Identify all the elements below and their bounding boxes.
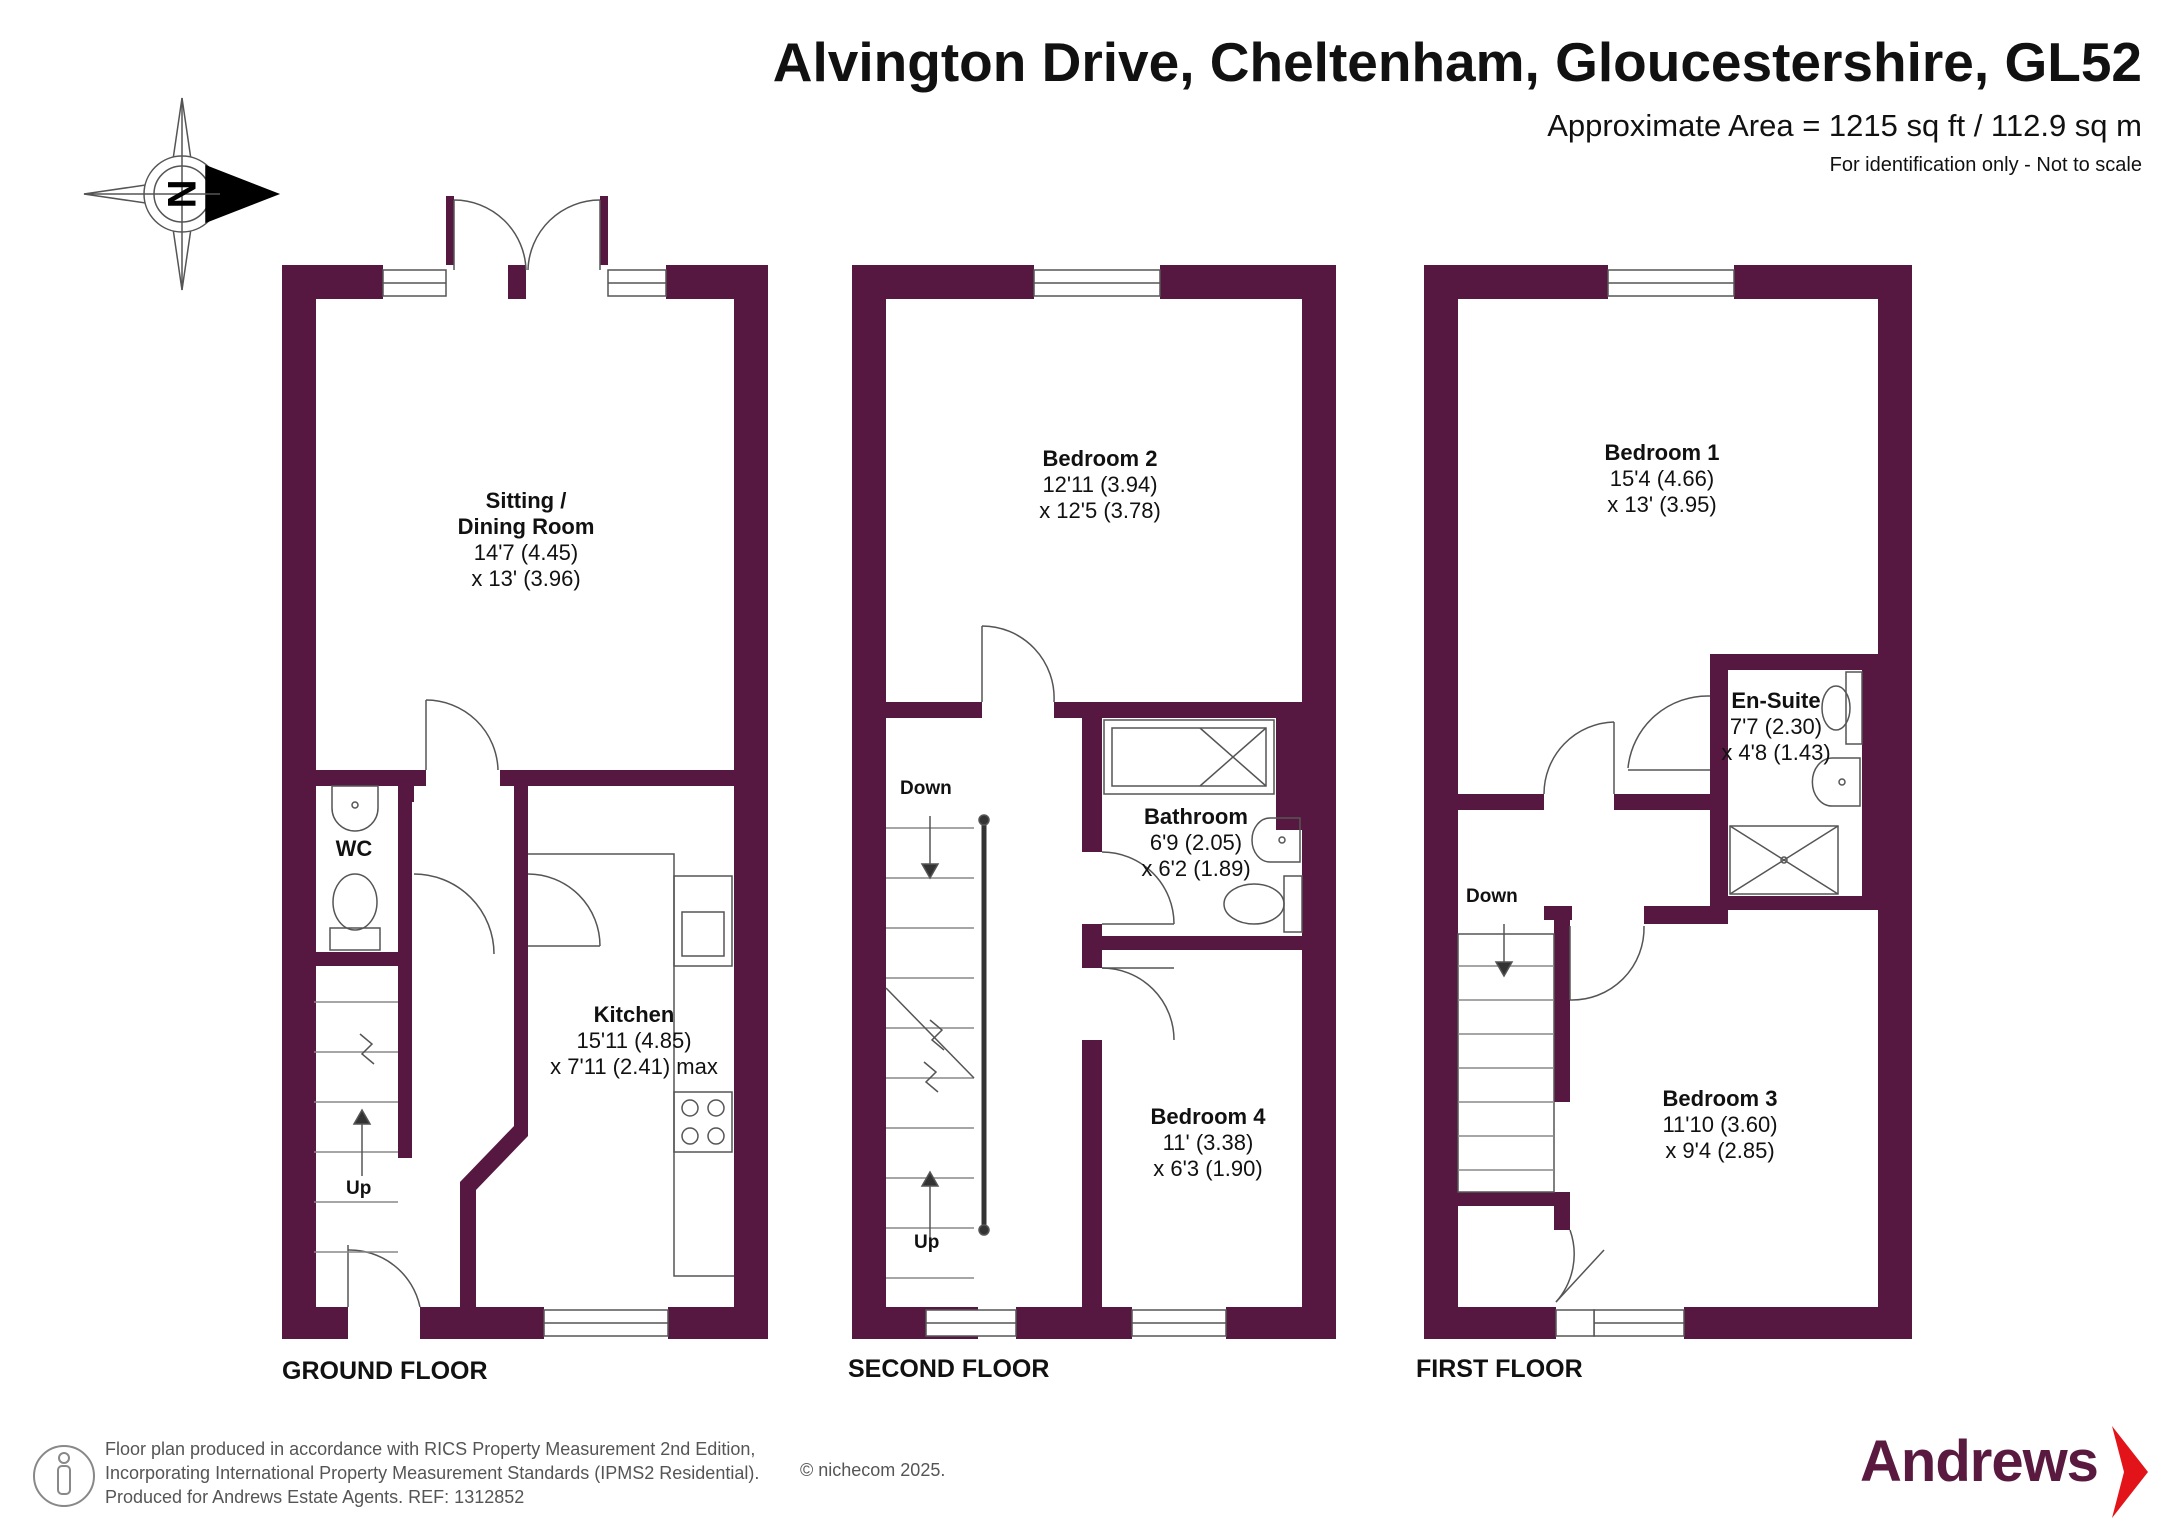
footer-line: Produced for Andrews Estate Agents. REF:… [105, 1487, 525, 1507]
first-floor-windows [1555, 269, 1735, 1337]
room-name: Bedroom 1 [1604, 440, 1720, 465]
first-floor-doors [1543, 695, 1711, 1303]
first-floor-walls [1424, 265, 1912, 1339]
room-dimension: x 4'8 (1.43) [1721, 740, 1831, 765]
compass-rose-icon [83, 97, 281, 291]
stair-up-label: Up [346, 1178, 372, 1199]
copyright-notice: © nichecom 2025. [800, 1460, 946, 1480]
brand-logo-text: Andrews [1860, 1429, 2099, 1494]
room-dimension: x 6'2 (1.89) [1141, 856, 1251, 881]
room-name: Bedroom 4 [1150, 1104, 1266, 1129]
room-bedroom-2: Bedroom 2 12'11 (3.94) x 12'5 (3.78) [1039, 446, 1161, 524]
room-dimension: x 9'4 (2.85) [1665, 1138, 1775, 1163]
room-dimension: 11' (3.38) [1162, 1130, 1254, 1155]
stair-down-label: Down [900, 778, 952, 799]
footer-line: Incorporating International Property Mea… [105, 1463, 760, 1483]
room-name: En-Suite [1731, 688, 1821, 713]
approximate-area: Approximate Area = 1215 sq ft / 112.9 sq… [1547, 108, 2142, 143]
room-name: Sitting / [485, 488, 567, 513]
room-bathroom: Bathroom 6'9 (2.05) x 6'2 (1.89) [1141, 804, 1250, 882]
room-dimension: 15'4 (4.66) [1609, 466, 1715, 491]
room-dimension: x 13' (3.95) [1607, 492, 1717, 517]
ipms-figure-icon [33, 1445, 95, 1507]
second-floor-windows [925, 269, 1227, 1337]
room-dimension: x 7'11 (2.41) max [550, 1054, 718, 1079]
brand-chevron-icon [2112, 1426, 2148, 1518]
room-dimension: 14'7 (4.45) [473, 540, 579, 565]
room-kitchen: Kitchen 15'11 (4.85) x 7'11 (2.41) max [550, 1002, 718, 1080]
second-floor-label: SECOND FLOOR [848, 1355, 1050, 1383]
stair-down-label: Down [1466, 886, 1518, 907]
room-name: Dining Room [457, 514, 595, 539]
room-bedroom-1: Bedroom 1 15'4 (4.66) x 13' (3.95) [1605, 440, 1720, 518]
second-floor-doors [981, 625, 1175, 1041]
room-name: Bedroom 3 [1662, 1086, 1778, 1111]
ground-floor-fixtures [314, 785, 734, 1277]
room-en-suite: En-Suite 7'7 (2.30) x 4'8 (1.43) [1721, 688, 1830, 766]
first-floor-label: FIRST FLOOR [1416, 1355, 1583, 1383]
scale-disclaimer: For identification only - Not to scale [1829, 154, 2142, 176]
room-name: Bathroom [1144, 804, 1248, 829]
room-dimension: 6'9 (2.05) [1149, 830, 1243, 855]
room-bedroom-3: Bedroom 3 11'10 (3.60) x 9'4 (2.85) [1662, 1086, 1777, 1164]
ground-floor-windows [382, 269, 669, 1337]
ground-floor-label: GROUND FLOOR [282, 1357, 488, 1385]
room-bedroom-4: Bedroom 4 11' (3.38) x 6'3 (1.90) [1151, 1104, 1266, 1182]
footer-notes: Floor plan produced in accordance with R… [105, 1437, 759, 1509]
room-dimension: x 12'5 (3.78) [1039, 498, 1161, 523]
compass-letter: N [159, 180, 203, 209]
room-name: Bedroom 2 [1042, 446, 1158, 471]
room-wc: WC [336, 836, 373, 862]
ground-floor-doors [347, 199, 601, 1308]
room-name: WC [335, 836, 373, 861]
room-sitting-dining: Sitting / Dining Room 14'7 (4.45) x 13' … [458, 488, 595, 592]
first-floor-fixtures [1457, 671, 1863, 1193]
room-dimension: 12'11 (3.94) [1042, 472, 1158, 497]
stair-up-label: Up [914, 1232, 940, 1253]
room-dimension: 7'7 (2.30) [1729, 714, 1823, 739]
ground-floor-walls [282, 196, 768, 1339]
room-name: Kitchen [593, 1002, 675, 1027]
room-dimension: x 6'3 (1.90) [1153, 1156, 1263, 1181]
second-floor-fixtures [885, 719, 1303, 1279]
room-dimension: 15'11 (4.85) [576, 1028, 692, 1053]
room-dimension: 11'10 (3.60) [1662, 1112, 1778, 1137]
address-title: Alvington Drive, Cheltenham, Gloucesters… [772, 31, 2142, 93]
footer-line: Floor plan produced in accordance with R… [105, 1439, 756, 1459]
room-dimension: x 13' (3.96) [471, 566, 581, 591]
